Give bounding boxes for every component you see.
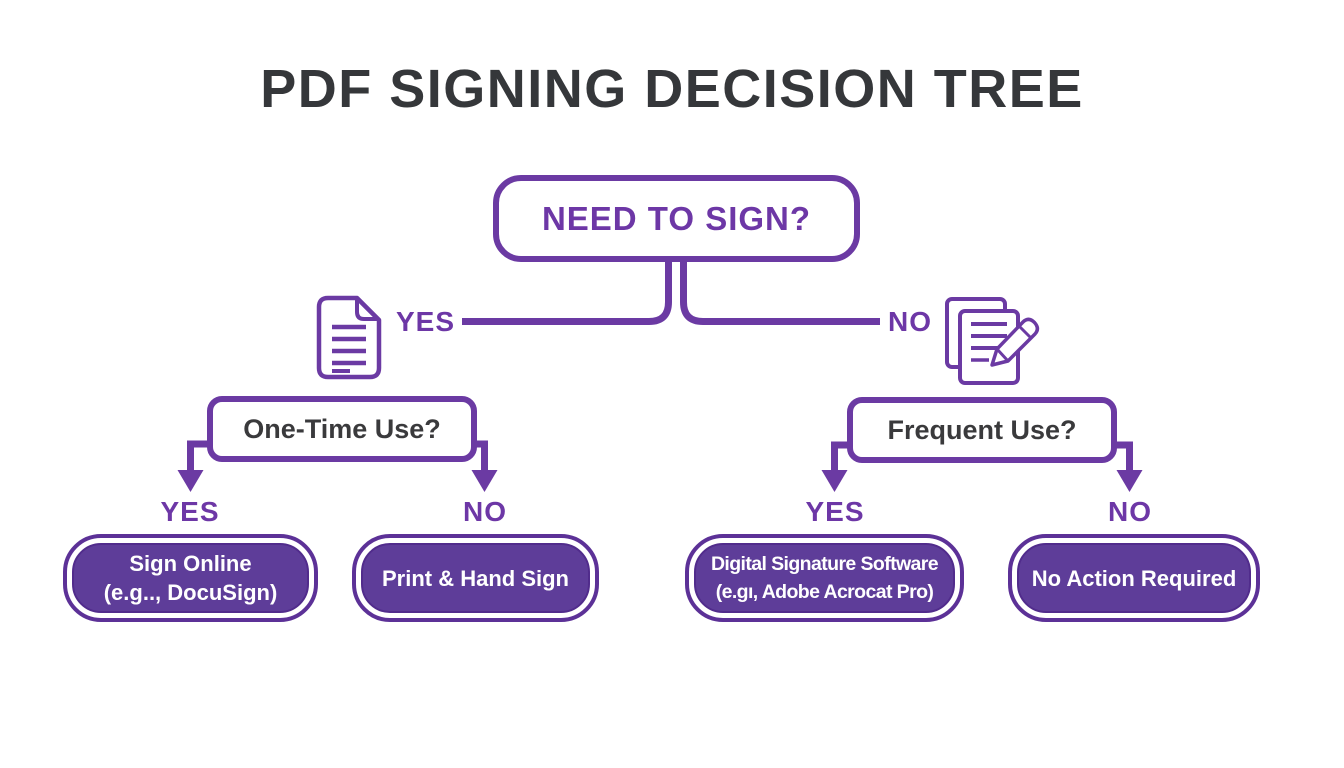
outcome-line: (e.g.., DocuSign) [103, 580, 278, 605]
branch-line-no [680, 262, 880, 325]
branch-line-yes [462, 262, 672, 325]
branch-label-yes: YES [395, 306, 455, 337]
connector-left-no [475, 440, 488, 471]
outcome-node-digital-signature-software: Digital Signature Software (e.gı, Adobe … [685, 534, 964, 622]
right-branch-label-no: NO [1108, 496, 1152, 527]
outcome-label: Sign Online (e.g.., DocuSign) [72, 543, 309, 613]
outcome-label: No Action Required [1017, 543, 1251, 613]
outcome-line: Print & Hand Sign [382, 565, 569, 591]
outcome-label: Print & Hand Sign [361, 543, 590, 613]
document-icon [316, 295, 382, 380]
outcome-line: Digital Signature Software [710, 553, 939, 575]
page-title: PDF SIGNING DECISION TREE [260, 59, 1084, 119]
question-node-frequent-use: Frequent Use? [847, 397, 1117, 463]
left-branch-label-yes: YES [160, 496, 220, 527]
root-decision-node: NEED TO SIGN? [493, 175, 860, 262]
connector-right-no [1115, 441, 1133, 471]
outcome-line: No Action Required [1031, 565, 1237, 591]
branch-label-no: NO [888, 306, 932, 337]
arrowhead-right-yes [821, 470, 848, 492]
outcome-line: (e.gı, Adobe Acrocat Pro) [715, 581, 934, 603]
outcome-node-sign-online: Sign Online (e.g.., DocuSign) [63, 534, 318, 622]
outcome-line: Sign Online [129, 551, 252, 576]
connector-left-yes [187, 440, 209, 471]
arrowhead-right-no [1116, 470, 1143, 492]
right-branch-label-yes: YES [805, 496, 865, 527]
outcome-label: Digital Signature Software (e.gı, Adobe … [694, 543, 955, 613]
outcome-node-print-hand-sign: Print & Hand Sign [352, 534, 599, 622]
arrowhead-left-yes [177, 470, 204, 492]
question-node-one-time-use: One-Time Use? [207, 396, 477, 462]
left-branch-label-no: NO [463, 496, 507, 527]
outcome-node-no-action-required: No Action Required [1008, 534, 1260, 622]
connector-right-yes [831, 441, 849, 471]
arrowhead-left-no [471, 470, 498, 492]
document-and-pen-icon [945, 297, 1040, 385]
